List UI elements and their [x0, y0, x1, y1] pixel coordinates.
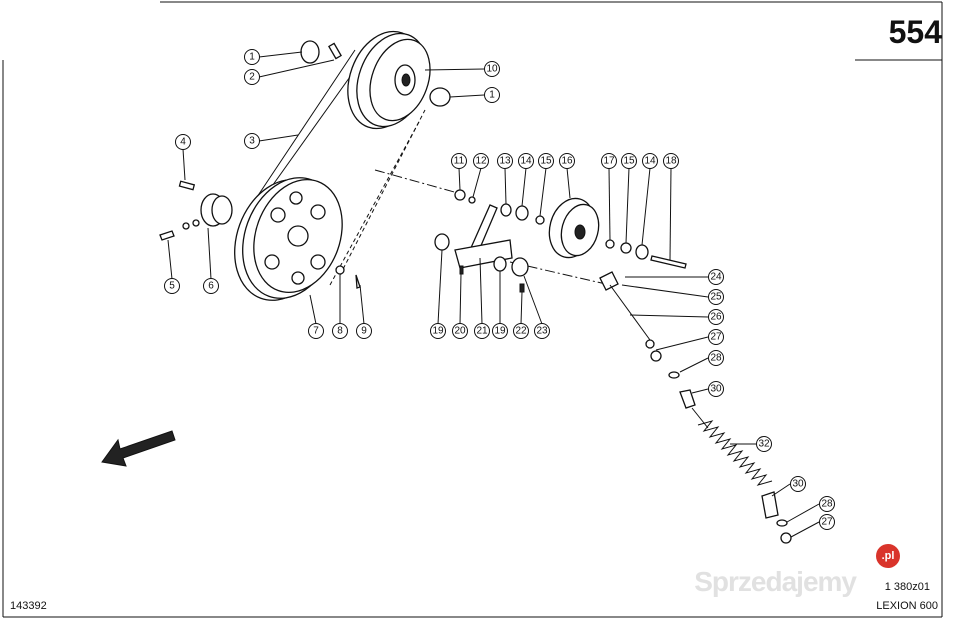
callout[interactable]: 22	[513, 323, 529, 339]
svg-text:13: 13	[499, 156, 511, 167]
svg-text:24: 24	[710, 272, 722, 283]
callout[interactable]: 15	[538, 153, 554, 169]
svg-text:22: 22	[515, 326, 527, 337]
svg-text:20: 20	[454, 326, 466, 337]
callout[interactable]: 28	[708, 350, 724, 366]
svg-text:23: 23	[536, 326, 548, 337]
hub	[159, 180, 233, 241]
model-name: LEXION 600	[876, 600, 938, 612]
callout[interactable]: 8	[332, 323, 348, 339]
svg-text:12: 12	[475, 156, 487, 167]
svg-text:7: 7	[313, 326, 319, 337]
svg-text:3: 3	[249, 136, 255, 147]
callout[interactable]: 12	[473, 153, 489, 169]
svg-text:2: 2	[249, 72, 255, 83]
svg-text:6: 6	[208, 281, 214, 292]
svg-text:11: 11	[454, 156, 465, 167]
tension-rod	[599, 271, 792, 544]
callout[interactable]: 21	[474, 323, 490, 339]
page-frame	[2, 1, 943, 618]
compression-spring	[697, 420, 773, 486]
svg-text:14: 14	[644, 156, 656, 167]
callout[interactable]: 5	[164, 278, 180, 294]
page-number: 554	[888, 14, 942, 50]
callout[interactable]: 1	[244, 49, 260, 65]
leader-lines	[167, 51, 820, 538]
watermark-badge: .pl	[876, 544, 900, 568]
callout[interactable]: 15	[621, 153, 637, 169]
watermark: Sprzedajemy	[694, 566, 857, 597]
callout[interactable]: 30	[790, 476, 806, 492]
svg-text:25: 25	[710, 292, 722, 303]
svg-text:30: 30	[710, 384, 722, 395]
svg-text:1: 1	[489, 90, 495, 101]
large-pulley	[234, 177, 343, 301]
svg-text:5: 5	[169, 281, 175, 292]
svg-text:28: 28	[710, 353, 722, 364]
callout[interactable]: 11	[451, 153, 467, 169]
svg-text:1: 1	[249, 52, 255, 63]
svg-text:26: 26	[710, 312, 722, 323]
callout[interactable]: 32	[756, 436, 772, 452]
svg-text:4: 4	[180, 137, 186, 148]
svg-text:27: 27	[710, 332, 722, 343]
svg-text:10: 10	[486, 64, 498, 75]
svg-text:32: 32	[758, 439, 770, 450]
callout[interactable]: 28	[819, 496, 835, 512]
svg-text:19: 19	[494, 326, 506, 337]
callout[interactable]: 13	[497, 153, 513, 169]
callout[interactable]: 19	[430, 323, 446, 339]
callout[interactable]: 20	[452, 323, 468, 339]
svg-text:16: 16	[561, 156, 573, 167]
callout[interactable]: 3	[244, 133, 260, 149]
callout[interactable]: 9	[356, 323, 372, 339]
svg-text:17: 17	[603, 156, 615, 167]
callout[interactable]: 25	[708, 289, 724, 305]
svg-text:27: 27	[821, 517, 833, 528]
callout[interactable]: 23	[534, 323, 550, 339]
callout[interactable]: 27	[819, 514, 835, 530]
drawing-code: 143392	[10, 600, 47, 612]
svg-text:9: 9	[361, 326, 367, 337]
svg-text:14: 14	[520, 156, 532, 167]
svg-text:30: 30	[792, 479, 804, 490]
callout[interactable]: 17	[601, 153, 617, 169]
callout[interactable]: 14	[642, 153, 658, 169]
svg-text:8: 8	[337, 326, 343, 337]
callout[interactable]: 27	[708, 329, 724, 345]
bushings	[300, 40, 451, 289]
callout[interactable]: 7	[308, 323, 324, 339]
callout[interactable]: 19	[492, 323, 508, 339]
svg-text:15: 15	[540, 156, 552, 167]
svg-text:18: 18	[665, 156, 677, 167]
svg-text:28: 28	[821, 499, 833, 510]
callout[interactable]: 18	[663, 153, 679, 169]
callout[interactable]: 16	[559, 153, 575, 169]
callout[interactable]: 6	[203, 278, 219, 294]
callout[interactable]: 4	[175, 134, 191, 150]
idler-assembly	[434, 189, 687, 293]
direction-arrow-icon	[101, 430, 176, 467]
callout[interactable]: 1	[484, 87, 500, 103]
callout[interactable]: 14	[518, 153, 534, 169]
svg-text:15: 15	[623, 156, 635, 167]
reference-code: 1 380z01	[884, 581, 930, 593]
svg-text:21: 21	[476, 326, 488, 337]
callout[interactable]: 26	[708, 309, 724, 325]
callout[interactable]: 30	[708, 381, 724, 397]
svg-text:19: 19	[432, 326, 444, 337]
callout[interactable]: 10	[484, 61, 500, 77]
upper-pulley	[347, 30, 431, 130]
callout[interactable]: 2	[244, 69, 260, 85]
callout[interactable]: 24	[708, 269, 724, 285]
